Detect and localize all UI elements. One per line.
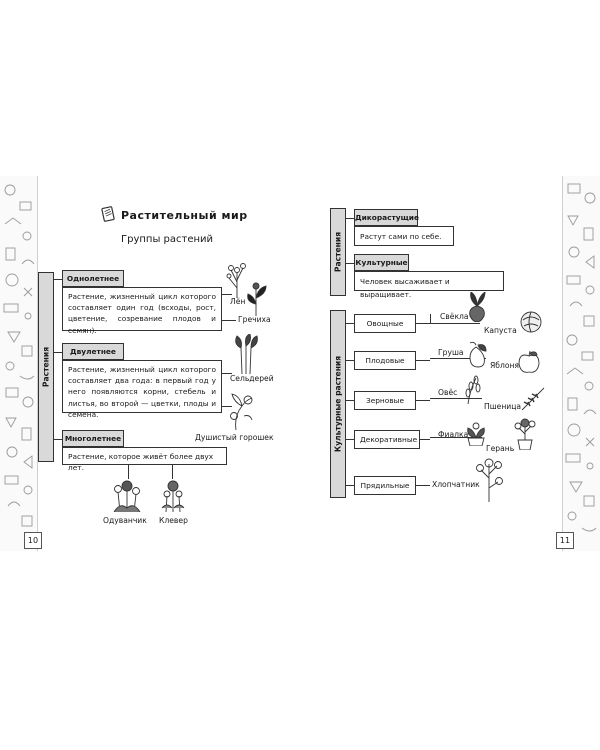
category-grain: Зерновые xyxy=(354,391,416,410)
page-heading: Растительный мир xyxy=(121,209,248,222)
doodle-border-right xyxy=(562,176,600,551)
connector xyxy=(420,439,430,440)
violet-illustration-icon xyxy=(462,420,490,450)
tag-perennial: Многолетнее xyxy=(62,430,124,447)
connector xyxy=(430,314,431,324)
item-label-cabbage: Капуста xyxy=(484,326,517,335)
celery-illustration-icon xyxy=(232,333,260,378)
side-bar-cultivated: Культурные растения xyxy=(330,310,346,498)
plant-label-dandelion: Одуванчик xyxy=(103,516,147,525)
cabbage-illustration-icon xyxy=(518,310,544,338)
beet-illustration-icon xyxy=(464,291,490,326)
connector xyxy=(430,398,482,399)
flax-illustration-icon xyxy=(224,262,250,302)
connector xyxy=(128,465,129,479)
apple-illustration-icon xyxy=(517,350,541,378)
plant-label-flax: Лён xyxy=(230,297,246,306)
side-bar-plants-right: Растения xyxy=(330,208,346,296)
connector xyxy=(54,352,62,353)
connector xyxy=(222,406,232,407)
clover-illustration-icon xyxy=(156,478,190,516)
item-label-cotton: Хлопчатник xyxy=(432,480,480,489)
book-icon xyxy=(100,206,116,226)
connector xyxy=(346,360,354,361)
page-number-right: 11 xyxy=(556,532,574,549)
connector xyxy=(416,400,430,401)
item-label-pear: Груша xyxy=(438,348,464,357)
item-label-violet: Фиалка xyxy=(438,430,469,439)
connector xyxy=(346,485,354,486)
doodle-border-left xyxy=(0,176,38,551)
side-label-plants-right: Растения xyxy=(333,231,343,273)
connector xyxy=(346,323,354,324)
tag-annual: Однолетнее xyxy=(62,270,124,287)
geranium-illustration-icon xyxy=(512,416,538,454)
box-perennial: Растение, которое живёт более двух лет. xyxy=(62,447,227,472)
box-cultivated: Человек высаживает и выращивает. xyxy=(354,271,504,299)
connector xyxy=(346,400,354,401)
buckwheat-illustration-icon xyxy=(244,280,270,320)
page-subheading: Группы растений xyxy=(121,234,214,245)
connector xyxy=(430,358,486,359)
item-label-geranium: Герань xyxy=(486,444,515,453)
item-label-oat: Овёс xyxy=(438,388,458,397)
connector xyxy=(416,360,430,361)
category-fruit: Плодовые xyxy=(354,351,416,370)
box-biennial: Растение, жизненный цикл которого состав… xyxy=(62,360,222,419)
connector xyxy=(222,294,232,295)
wheat-illustration-icon xyxy=(520,386,546,416)
side-label-cultivated: Культурные растения xyxy=(333,355,343,453)
plant-label-clover: Клевер xyxy=(159,516,188,525)
box-wild: Растут сами по себе. xyxy=(354,226,454,246)
page-number-left: 10 xyxy=(24,532,42,549)
plant-label-sweet-pea: Душистый горошек xyxy=(195,433,274,442)
connector xyxy=(430,323,480,324)
tag-wild: Дикорастущие xyxy=(354,209,419,226)
book-spread: 10 11 Растительный мир Группы растений Р… xyxy=(0,176,600,568)
connector xyxy=(346,439,354,440)
connector xyxy=(346,218,354,219)
side-bar-plants: Растения xyxy=(38,272,54,462)
category-fiber: Прядильные xyxy=(354,476,416,495)
cotton-illustration-icon xyxy=(474,458,504,506)
item-label-wheat: Пшеница xyxy=(484,402,522,411)
oat-illustration-icon xyxy=(460,374,482,408)
connector xyxy=(222,373,232,374)
plant-label-buckwheat: Гречиха xyxy=(238,315,271,324)
plant-label-celery: Сельдерей xyxy=(230,374,274,383)
item-label-apple-tree: Яблоня xyxy=(490,361,519,370)
connector xyxy=(54,279,62,280)
category-vegetables: Овощные xyxy=(354,314,416,333)
pear-illustration-icon xyxy=(462,341,488,373)
sweet-pea-illustration-icon xyxy=(226,390,256,434)
side-label-plants: Растения xyxy=(41,346,51,388)
item-label-beet: Свёкла xyxy=(440,312,469,321)
connector xyxy=(222,320,236,321)
dandelion-illustration-icon xyxy=(110,478,144,516)
connector xyxy=(172,465,173,479)
connector xyxy=(346,263,354,264)
category-ornamental: Декоративные xyxy=(354,430,420,449)
connector xyxy=(54,439,62,440)
connector xyxy=(430,437,482,438)
box-annual: Растение, жизненный цикл которого состав… xyxy=(62,287,222,335)
tag-cultivated: Культурные xyxy=(354,254,409,271)
tag-biennial: Двулетнее xyxy=(62,343,124,360)
connector xyxy=(416,323,430,324)
connector xyxy=(416,485,430,486)
